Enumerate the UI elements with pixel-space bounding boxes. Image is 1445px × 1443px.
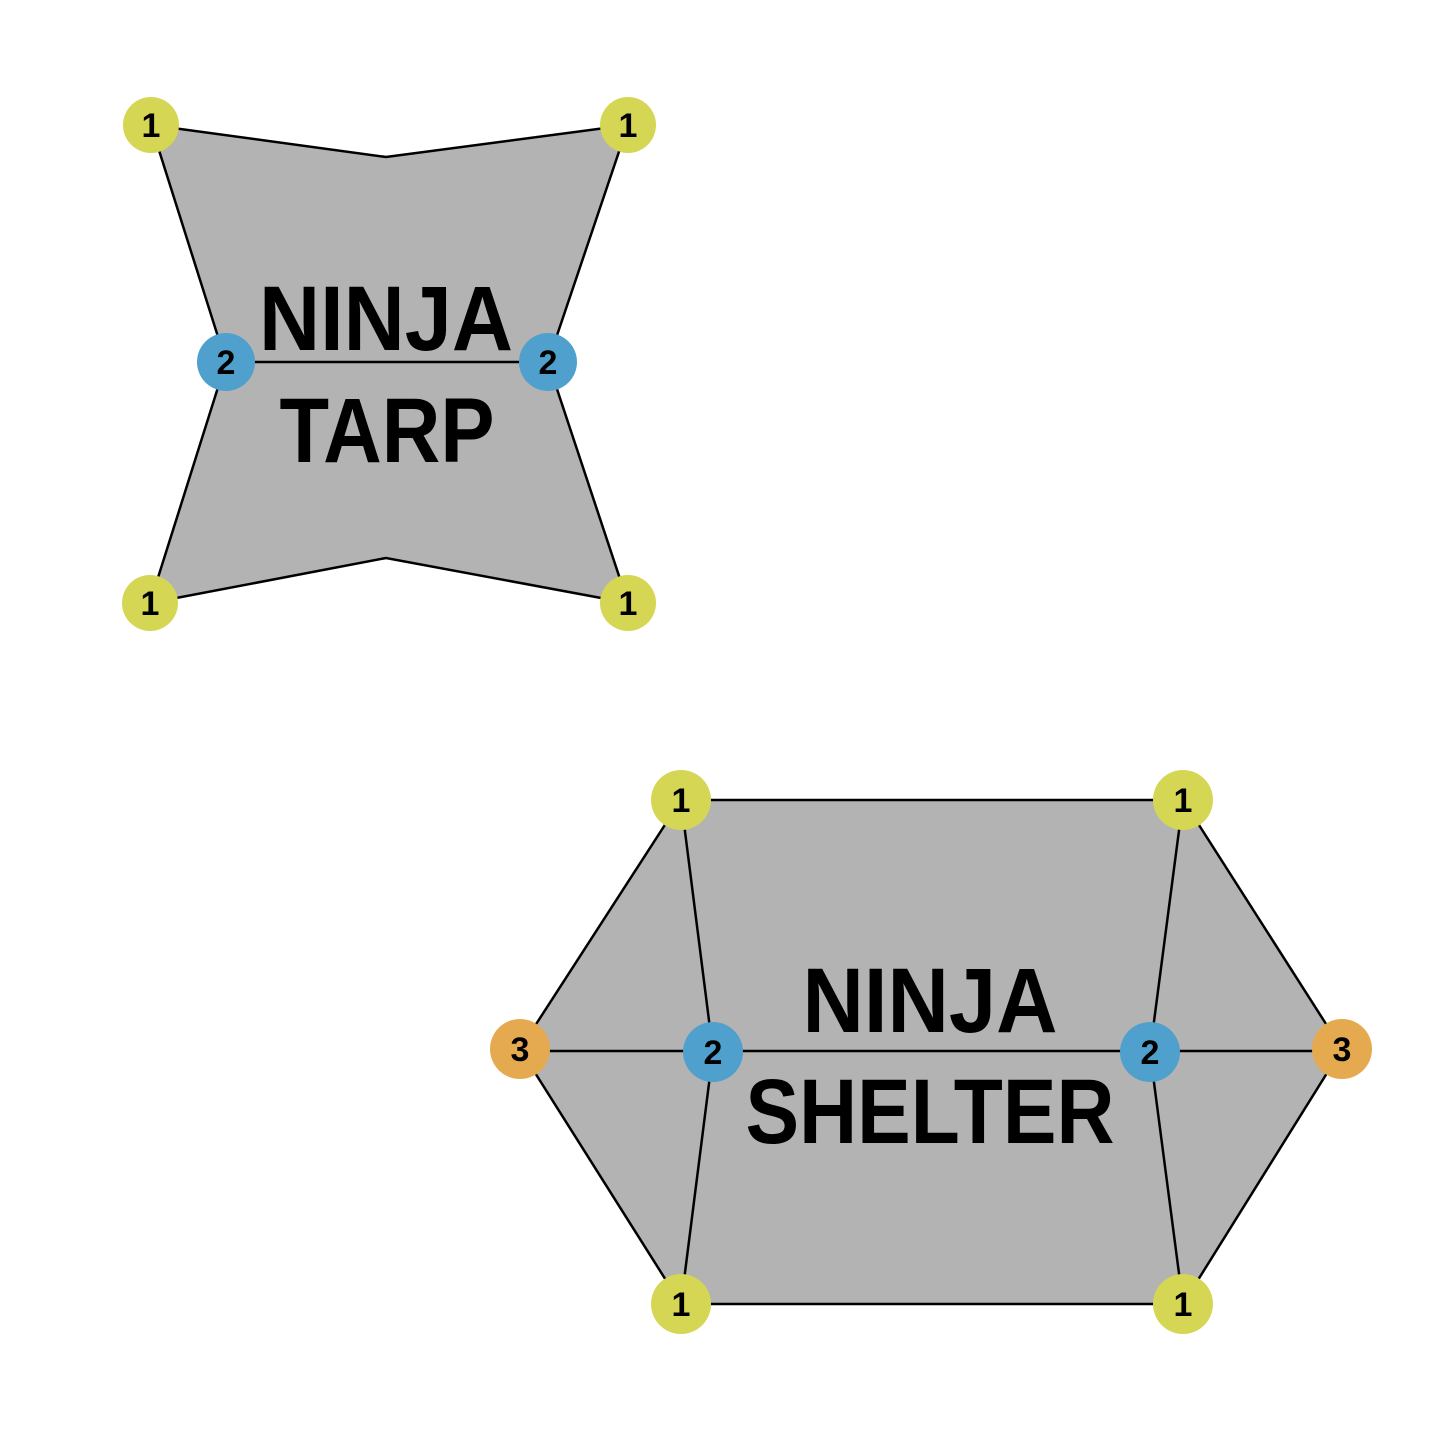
tarp-anchor-point-2-label: 2 — [539, 344, 558, 382]
tarp-anchor-point-1-label: 1 — [619, 107, 638, 145]
shelter-anchor-point-1-circle — [651, 1274, 711, 1334]
shelter-title-line1: NINJA — [803, 950, 1058, 1052]
tarp-anchor-point-1-circle — [122, 575, 178, 631]
shelter-anchor-point-1: 1 — [651, 1274, 711, 1334]
tarp-title-line1: NINJA — [259, 268, 513, 370]
shelter-anchor-point-1-circle — [651, 770, 711, 830]
tarp-anchor-point-2-circle — [197, 333, 255, 391]
shelter-anchor-point-2: 2 — [1120, 1022, 1180, 1082]
shelter-anchor-point-1: 1 — [1153, 770, 1213, 830]
tarp-anchor-point-1: 1 — [600, 575, 656, 631]
shelter-anchor-point-1-label: 1 — [1174, 1286, 1193, 1324]
tarp-anchor-point-1-label: 1 — [141, 585, 160, 623]
tarp-anchor-point-1-label: 1 — [142, 107, 161, 145]
shelter-anchor-point-2-label: 2 — [704, 1034, 723, 1072]
shelter-anchor-point-1-circle — [1153, 770, 1213, 830]
shelter-anchor-point-1-circle — [1153, 1274, 1213, 1334]
shelter-title-line2: SHELTER — [746, 1061, 1115, 1163]
shelter-anchor-point-3: 3 — [490, 1019, 550, 1079]
shelter-anchor-point-2-circle — [683, 1022, 743, 1082]
tarp-anchor-point-1: 1 — [123, 97, 179, 153]
shelter-anchor-point-3-label: 3 — [511, 1031, 530, 1069]
tarp-title-line2: TARP — [280, 380, 495, 482]
tarp-anchor-point-2-circle — [519, 333, 577, 391]
shelter-anchor-point-3-label: 3 — [1333, 1031, 1352, 1069]
tarp-anchor-point-2-label: 2 — [217, 344, 236, 382]
shelter-anchor-point-3-circle — [1312, 1019, 1372, 1079]
shelter-anchor-point-2-label: 2 — [1141, 1034, 1160, 1072]
ninja-shelter: NINJA SHELTER 1 1 1 1 2 2 3 3 — [490, 770, 1372, 1334]
shelter-anchor-point-1-label: 1 — [1174, 782, 1193, 820]
tarp-anchor-point-2: 2 — [197, 333, 255, 391]
shelter-anchor-point-2: 2 — [683, 1022, 743, 1082]
shelter-anchor-point-1-label: 1 — [672, 1286, 691, 1324]
shelter-anchor-point-1: 1 — [1153, 1274, 1213, 1334]
tarp-anchor-point-2: 2 — [519, 333, 577, 391]
tarp-anchor-point-1-circle — [600, 97, 656, 153]
tarp-anchor-point-1: 1 — [122, 575, 178, 631]
tarp-anchor-point-1: 1 — [600, 97, 656, 153]
shelter-anchor-point-1-label: 1 — [672, 782, 691, 820]
tarp-anchor-point-1-circle — [600, 575, 656, 631]
shelter-anchor-point-2-circle — [1120, 1022, 1180, 1082]
shelter-anchor-point-1: 1 — [651, 770, 711, 830]
shelter-anchor-point-3-circle — [490, 1019, 550, 1079]
ninja-tarp: NINJA TARP 1 1 1 1 2 2 — [122, 97, 656, 631]
shelter-anchor-point-3: 3 — [1312, 1019, 1372, 1079]
tarp-anchor-point-1-circle — [123, 97, 179, 153]
tarp-anchor-point-1-label: 1 — [619, 585, 638, 623]
